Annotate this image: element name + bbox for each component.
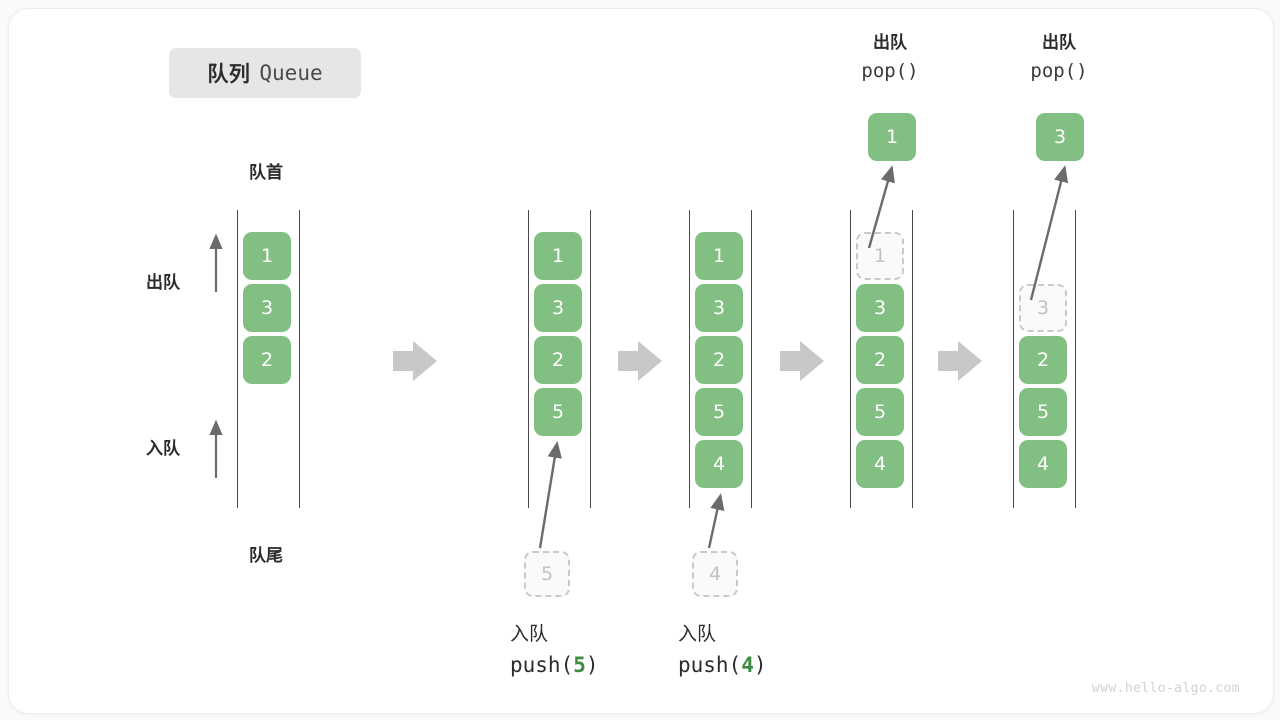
header-code: pop() <box>861 59 919 82</box>
caption-push-4: 入队 push(4) <box>678 620 878 682</box>
queue-element: 2 <box>856 336 904 384</box>
queue-element: 3 <box>243 284 291 332</box>
enqueue-direction-label: 入队 <box>146 439 180 459</box>
code-value: 5 <box>573 653 586 678</box>
queue-rail-left-c5 <box>1013 210 1014 508</box>
front-label: 队首 <box>249 163 283 183</box>
queue-rail-left-c1 <box>237 210 238 508</box>
code-suffix: ) <box>585 653 599 678</box>
watermark: www.hello-algo.com <box>1091 681 1240 696</box>
queue-element: 3 <box>856 284 904 332</box>
queue-element: 2 <box>695 336 743 384</box>
title-chinese: 队列 <box>207 62 251 86</box>
queue-rail-left-c2 <box>528 210 529 508</box>
queue-element: 2 <box>534 336 582 384</box>
header-label: 出队 <box>1042 33 1076 53</box>
queue-element: 5 <box>534 388 582 436</box>
queue-element: 3 <box>534 284 582 332</box>
incoming-element-ghost: 5 <box>524 551 570 597</box>
diagram-title-chip: 队列 Queue <box>169 48 361 98</box>
popped-element: 3 <box>1036 113 1084 161</box>
dequeue-direction-label: 出队 <box>146 273 180 293</box>
popped-element: 1 <box>868 113 916 161</box>
queue-element: 5 <box>695 388 743 436</box>
queue-rail-right-c2 <box>590 210 591 508</box>
header-label: 出队 <box>873 33 907 53</box>
caption-push-5: 入队 push(5) <box>510 620 710 682</box>
queue-element: 3 <box>695 284 743 332</box>
queue-rail-right-c3 <box>751 210 752 508</box>
queue-element: 1 <box>695 232 743 280</box>
code-value: 4 <box>741 653 754 678</box>
rear-label: 队尾 <box>249 546 283 566</box>
code-prefix: push( <box>678 653 742 678</box>
code-prefix: push( <box>510 653 574 678</box>
queue-element: 2 <box>1019 336 1067 384</box>
code-suffix: ) <box>753 653 767 678</box>
caption-label: 入队 <box>510 623 549 645</box>
queue-element-ghost: 3 <box>1019 284 1067 332</box>
queue-element: 1 <box>243 232 291 280</box>
queue-element: 5 <box>1019 388 1067 436</box>
queue-element: 2 <box>243 336 291 384</box>
header-pop-3: 出队 pop() <box>999 31 1119 85</box>
queue-rail-right-c4 <box>912 210 913 508</box>
caption-label: 入队 <box>678 623 717 645</box>
caption-code: push(4) <box>678 649 878 682</box>
queue-element: 5 <box>856 388 904 436</box>
queue-rail-left-c3 <box>689 210 690 508</box>
queue-element: 4 <box>695 440 743 488</box>
queue-rail-right-c5 <box>1075 210 1076 508</box>
title-english: Queue <box>259 61 323 85</box>
queue-rail-right-c1 <box>299 210 300 508</box>
queue-element-ghost: 1 <box>856 232 904 280</box>
queue-element: 4 <box>1019 440 1067 488</box>
queue-element: 4 <box>856 440 904 488</box>
queue-element: 1 <box>534 232 582 280</box>
caption-code: push(5) <box>510 649 710 682</box>
header-pop-1: 出队 pop() <box>830 31 950 85</box>
queue-rail-left-c4 <box>850 210 851 508</box>
header-code: pop() <box>1030 59 1088 82</box>
diagram-card <box>8 8 1274 714</box>
incoming-element-ghost: 4 <box>692 551 738 597</box>
